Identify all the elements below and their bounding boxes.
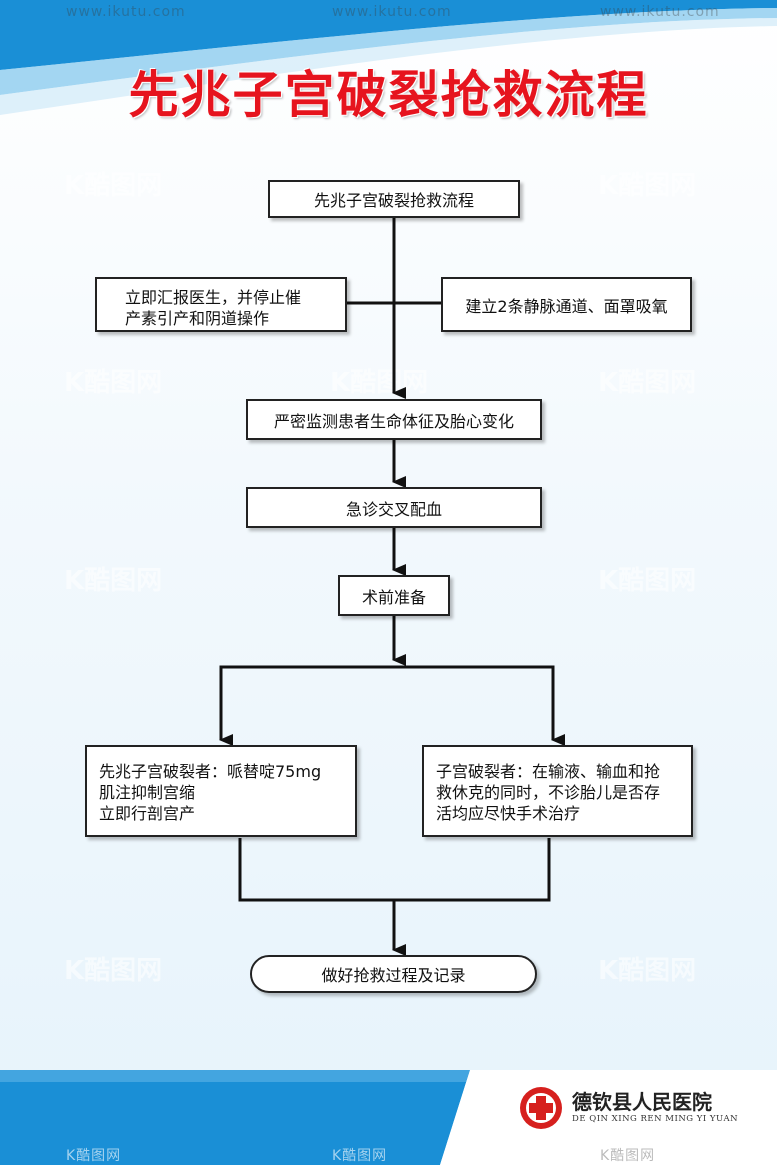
flow-end-label: 做好抢救过程及记录 (321, 966, 466, 985)
watermark-brand: K酷图网 (598, 368, 697, 398)
footer-band (0, 1070, 777, 1165)
left-action-line: 产素引产和阴道操作 (125, 309, 270, 328)
right-action-label: 建立2条静脉通道、面罩吸氧 (465, 296, 668, 316)
watermark-brand: K酷图网 (598, 566, 697, 596)
left-action-box: 立即汇报医生，并停止催 产素引产和阴道操作 (95, 277, 347, 332)
branch-left-line: 立即行剖宫产 (99, 804, 196, 823)
flow-start-label: 先兆子宫破裂抢救流程 (313, 191, 474, 210)
emergency-box: 急诊交叉配血 (246, 487, 542, 528)
watermark-brand: K酷图网 (332, 1148, 388, 1164)
branch-right-line: 救休克的同时，不诊胎儿是否存 (436, 783, 661, 802)
watermark-brand: K酷图网 (66, 1148, 122, 1164)
branch-right-line: 子宫破裂者：在输液、输血和抢 (436, 762, 661, 781)
prep-label: 术前准备 (361, 587, 426, 607)
header-swoosh (0, 0, 777, 115)
page-title: 先兆子宫破裂抢救流程 (128, 66, 649, 124)
branch-right-line: 活均应尽快手术治疗 (436, 804, 581, 823)
branch-left-box: 先兆子宫破裂者：哌替啶75mg 肌注抑制宫缩 立即行剖宫产 (85, 745, 357, 837)
right-action-box: 建立2条静脉通道、面罩吸氧 (441, 277, 692, 332)
watermark-brand: K酷图网 (64, 171, 163, 201)
prep-box: 术前准备 (338, 575, 450, 616)
connector-merge-bar (238, 838, 551, 902)
connector-split-bar (219, 665, 555, 735)
red-cross-hospital-icon (520, 1087, 562, 1129)
watermark-brand: K酷图网 (598, 171, 697, 201)
hospital-pinyin: DE QIN XING REN MING YI YUAN (572, 1114, 739, 1124)
branch-left-line: 肌注抑制宫缩 (99, 783, 196, 802)
branch-right-box: 子宫破裂者：在输液、输血和抢 救休克的同时，不诊胎儿是否存 活均应尽快手术治疗 (422, 745, 693, 837)
watermark-url: www.ikutu.com (600, 4, 720, 20)
watermark-brand: K酷图网 (64, 368, 163, 398)
hospital-name: 德钦县人民医院 (572, 1090, 712, 1114)
monitor-label: 严密监测患者生命体征及胎心变化 (273, 411, 514, 431)
flow-start-box: 先兆子宫破裂抢救流程 (268, 180, 520, 218)
watermark-url: www.ikutu.com (332, 4, 452, 20)
monitor-box: 严密监测患者生命体征及胎心变化 (246, 399, 542, 440)
watermark-brand: K酷图网 (64, 956, 163, 986)
watermark-brand: K酷图网 (64, 566, 163, 596)
emergency-label: 急诊交叉配血 (345, 499, 442, 519)
watermark-url: www.ikutu.com (66, 4, 186, 20)
flow-end-box: 做好抢救过程及记录 (250, 955, 537, 993)
watermark-brand: K酷图网 (330, 368, 429, 398)
left-action-line: 立即汇报医生，并停止催 (125, 288, 302, 307)
branch-left-line: 先兆子宫破裂者：哌替啶75mg (99, 762, 322, 781)
watermark-brand: K酷图网 (600, 1148, 656, 1164)
watermark-brand: K酷图网 (598, 956, 697, 986)
